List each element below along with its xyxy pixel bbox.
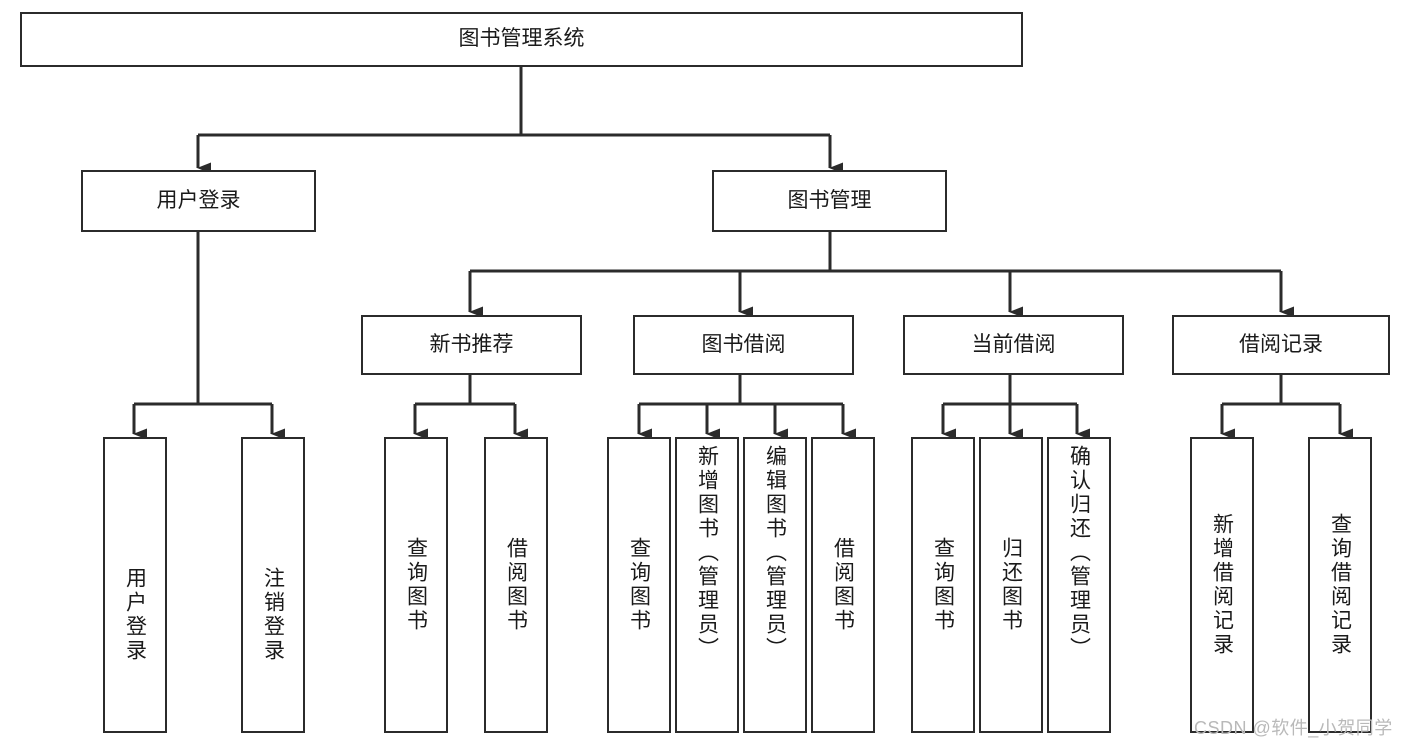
node-label: 新增图书（管理员） (695, 445, 719, 661)
node-label: 图书借阅 (701, 332, 786, 356)
node-root-system[interactable]: 图书管理系统 (20, 12, 1023, 67)
node-label: 用户登录 (123, 567, 147, 663)
node-label: 查询图书 (404, 537, 428, 633)
node-leaf-add-borrow-record[interactable]: 新增借阅记录 (1190, 437, 1254, 733)
node-borrow-record[interactable]: 借阅记录 (1172, 315, 1390, 375)
node-label: 当前借阅 (971, 332, 1056, 356)
node-label: 借阅图书 (831, 537, 855, 633)
node-label: 用户登录 (156, 188, 241, 212)
node-label: 新书推荐 (429, 332, 514, 356)
node-leaf-query-book-1[interactable]: 查询图书 (384, 437, 448, 733)
node-user-login[interactable]: 用户登录 (81, 170, 316, 232)
node-leaf-confirm-return-admin[interactable]: 确认归还（管理员） (1047, 437, 1111, 733)
node-leaf-borrow-book-1[interactable]: 借阅图书 (484, 437, 548, 733)
node-leaf-edit-book-admin[interactable]: 编辑图书（管理员） (743, 437, 807, 733)
node-label: 归还图书 (999, 537, 1023, 633)
node-label: 查询图书 (627, 537, 651, 633)
node-book-borrow[interactable]: 图书借阅 (633, 315, 854, 375)
node-leaf-borrow-book-2[interactable]: 借阅图书 (811, 437, 875, 733)
node-label: 图书管理 (787, 188, 872, 212)
node-new-book-recommend[interactable]: 新书推荐 (361, 315, 582, 375)
node-label: 查询借阅记录 (1328, 513, 1352, 657)
node-label: 借阅记录 (1239, 332, 1323, 356)
node-leaf-add-book-admin[interactable]: 新增图书（管理员） (675, 437, 739, 733)
node-current-borrow[interactable]: 当前借阅 (903, 315, 1124, 375)
csdn-watermark: CSDN @软件_小贺同学 (1194, 718, 1393, 738)
node-label: 图书管理系统 (458, 27, 585, 51)
node-book-manage[interactable]: 图书管理 (712, 170, 947, 232)
node-label: 注销登录 (261, 567, 285, 663)
node-label: 编辑图书（管理员） (763, 445, 787, 661)
node-label: 确认归还（管理员） (1067, 445, 1091, 661)
node-leaf-logout-login[interactable]: 注销登录 (241, 437, 305, 733)
node-label: 查询图书 (931, 537, 955, 633)
node-leaf-query-borrow-record[interactable]: 查询借阅记录 (1308, 437, 1372, 733)
node-label: 借阅图书 (504, 537, 528, 633)
node-leaf-return-book[interactable]: 归还图书 (979, 437, 1043, 733)
node-leaf-query-book-3[interactable]: 查询图书 (911, 437, 975, 733)
node-label: 新增借阅记录 (1210, 513, 1234, 657)
node-leaf-user-login[interactable]: 用户登录 (103, 437, 167, 733)
node-leaf-query-book-2[interactable]: 查询图书 (607, 437, 671, 733)
